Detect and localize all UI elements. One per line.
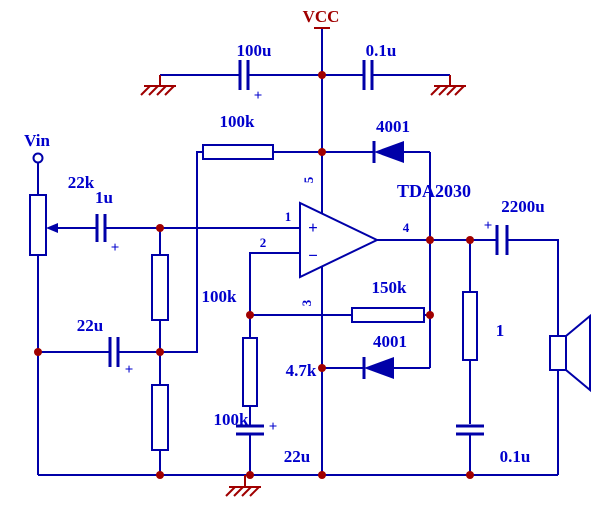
protection-diode-bottom-label: 4001 [373, 332, 407, 351]
bypass-capacitor-label: 0.1u [366, 41, 397, 60]
output-capacitor-label: 2200u [501, 197, 544, 216]
potentiometer-wiper-arrow [46, 223, 58, 233]
protection-diode-bottom: 4001 [362, 332, 407, 379]
zobel-capacitor-label: 0.1u [500, 447, 531, 466]
bulk-capacitor-label: 100u [237, 41, 272, 60]
pin-2-label: 2 [260, 235, 267, 250]
opamp-minus-input-mark: − [308, 246, 318, 265]
output-capacitor: 2200u + [484, 197, 545, 255]
bias-resistor-mid: 100k [151, 254, 238, 321]
bypass-capacitor: 0.1u [362, 41, 397, 90]
ground-symbol-right [430, 75, 466, 96]
junction-dots [34, 71, 474, 479]
feedback-resistor: 150k [351, 278, 425, 323]
input-potentiometer: 22k [29, 173, 95, 256]
bias-resistor-top-label: 100k [220, 112, 256, 131]
bias-decoupling-capacitor: 22u + [77, 316, 134, 378]
ground-symbol-bottom [225, 475, 261, 497]
bias-resistor-top: 100k [202, 112, 274, 160]
bias-decoupling-capacitor-label: 22u [77, 316, 103, 335]
speaker [549, 313, 591, 393]
zobel-resistor: 1 [462, 291, 505, 361]
gain-resistor: 4.7k [242, 337, 317, 407]
input-coupling-capacitor-plus: + [111, 240, 120, 256]
input-coupling-capacitor-label: 1u [95, 188, 113, 207]
pin-3-label: 3 [299, 299, 314, 306]
pin-4-label: 4 [403, 220, 410, 235]
opamp-plus-input-mark: + [308, 218, 318, 237]
zobel-resistor-label: 1 [496, 321, 505, 340]
pin-1-label: 1 [285, 209, 292, 224]
protection-diode-top-label: 4001 [376, 117, 410, 136]
output-capacitor-plus: + [484, 218, 493, 234]
bias-resistor-bottom: 100k [151, 384, 250, 451]
opamp-triangle: + − [299, 201, 380, 279]
bias-resistor-mid-label: 100k [202, 287, 238, 306]
speaker-cone [565, 313, 591, 393]
bias-decoupling-capacitor-plus: + [125, 362, 134, 378]
zobel-capacitor: 0.1u [456, 424, 531, 466]
bulk-capacitor-plus: + [254, 88, 263, 104]
ground-symbol-left [140, 75, 176, 96]
vin-terminal [32, 152, 44, 164]
gain-resistor-label: 4.7k [286, 361, 317, 380]
bulk-capacitor: 100u + [237, 41, 272, 104]
vcc-label: VCC [303, 7, 340, 26]
input-potentiometer-label: 22k [68, 173, 95, 192]
feedback-resistor-label: 150k [372, 278, 408, 297]
pin-5-label: 5 [301, 176, 316, 183]
vin-label: Vin [24, 131, 50, 150]
bias-resistor-bottom-label: 100k [214, 410, 250, 429]
protection-diode-top: 4001 [372, 117, 410, 163]
gain-capacitor-label: 22u [284, 447, 310, 466]
input-coupling-capacitor: 1u + [95, 188, 119, 256]
gain-capacitor: 22u + [236, 419, 310, 466]
ic-name-label: TDA2030 [397, 181, 471, 201]
gain-capacitor-plus: + [269, 419, 278, 435]
